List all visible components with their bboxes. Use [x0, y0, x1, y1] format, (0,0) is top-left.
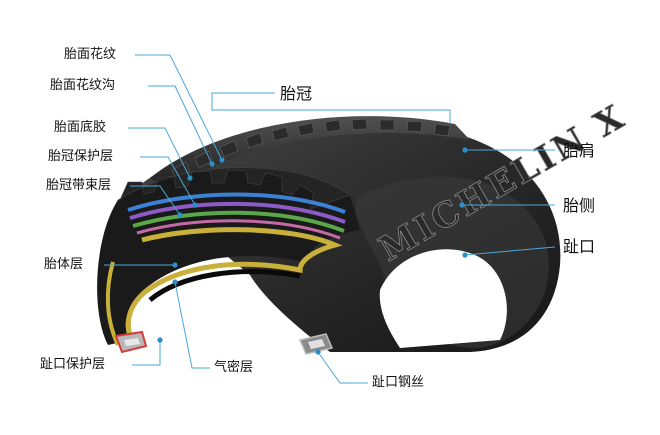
- leader-crown: [211, 92, 451, 124]
- leader-lines: [104, 54, 556, 384]
- leader-tread-base: [128, 127, 191, 179]
- leader-bead-protector: [132, 340, 161, 366]
- label-shoulder: 胎肩: [563, 141, 596, 160]
- leader-crown-protector: [140, 156, 196, 206]
- leader-tread-groove: [148, 85, 213, 165]
- cross-section-face: [97, 167, 360, 345]
- belt-layer-purple: [129, 201, 346, 224]
- belt-layer-pink: [136, 219, 341, 240]
- leader-bead: [464, 246, 556, 256]
- carcass-ply-outer: [105, 261, 120, 346]
- leader-bead-wire: [317, 351, 368, 384]
- label-carcass: 胎体层: [44, 257, 84, 272]
- label-crown-protector: 胎冠保护层: [48, 149, 114, 164]
- label-tread-groove: 胎面花纹沟: [50, 78, 116, 93]
- tread-blocks: [171, 118, 451, 181]
- leader-crown-belt: [130, 185, 181, 216]
- carcass-ply: [125, 227, 343, 346]
- label-crown-belt: 胎冠带束层: [46, 178, 112, 193]
- inner-liner: [148, 269, 301, 302]
- label-inner-liner: 气密层: [214, 360, 254, 375]
- leader-tread-pattern: [135, 54, 223, 161]
- leader-dots: [157, 147, 468, 355]
- belt-layer-blue: [127, 192, 346, 214]
- leader-inner-liner: [174, 281, 210, 369]
- bead-right-core: [308, 339, 325, 349]
- bead-left-core: [124, 338, 140, 346]
- label-bead-protector: 趾口保护层: [40, 357, 106, 372]
- label-crown: 胎冠: [280, 84, 313, 103]
- label-tread-pattern: 胎面花纹: [64, 47, 117, 62]
- belt-layer-green: [132, 210, 345, 233]
- label-bead: 趾口: [563, 237, 596, 256]
- label-bead-wire: 趾口钢丝: [372, 375, 425, 390]
- tire-inner-opening: [379, 249, 507, 348]
- label-tread-base: 胎面底胶: [54, 120, 107, 135]
- label-sidewall: 胎侧: [563, 196, 596, 215]
